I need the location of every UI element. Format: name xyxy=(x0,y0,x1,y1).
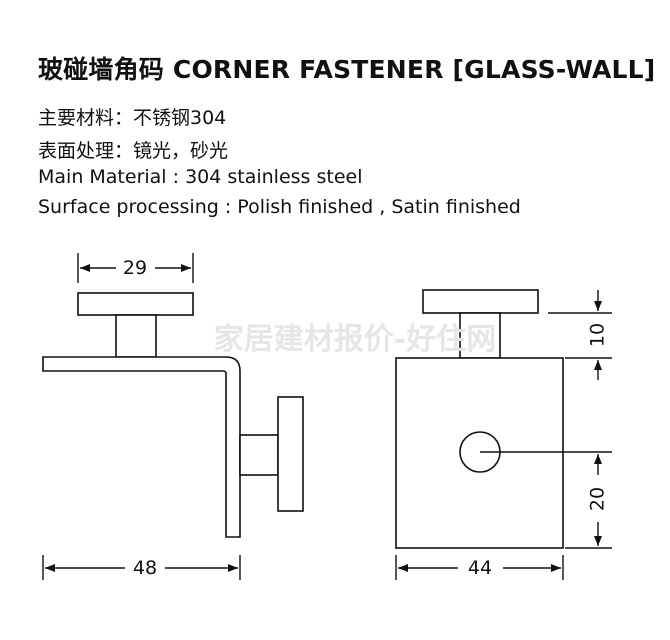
side-view xyxy=(42,292,304,538)
dim-side-bottom-label: 48 xyxy=(133,557,157,579)
side-bracket xyxy=(42,356,241,538)
watermark: 家居建材报价-好住网 xyxy=(214,322,496,357)
front-top-stem xyxy=(459,312,501,359)
dim-front-top-label: 10 xyxy=(587,323,609,347)
dim-side-bottom xyxy=(42,555,241,580)
spec-surface-en: Surface processing : Polish finished , S… xyxy=(38,196,521,218)
dim-front-bottom-label: 44 xyxy=(468,557,492,579)
side-right-cap xyxy=(277,396,304,512)
dim-front-hole-label: 20 xyxy=(587,487,609,511)
front-view xyxy=(395,289,564,549)
dim-front-hole xyxy=(480,451,612,549)
side-top-stem xyxy=(115,314,157,358)
spec-material-cn: 主要材料：不锈钢304 xyxy=(38,107,227,129)
spec-surface-cn: 表面处理：镜光，砂光 xyxy=(38,140,229,162)
dim-side-top xyxy=(77,253,194,283)
page-title: 玻碰墙角码 CORNER FASTENER [GLASS-WALL] xyxy=(38,55,656,84)
side-top-cap xyxy=(77,292,194,316)
front-top-cap xyxy=(422,289,539,314)
dim-side-top-label: 29 xyxy=(123,257,147,279)
dim-front-bottom xyxy=(395,555,564,580)
dim-front-top xyxy=(548,290,612,380)
side-right-stem xyxy=(239,434,279,476)
spec-material-en: Main Material : 304 stainless steel xyxy=(38,166,363,188)
